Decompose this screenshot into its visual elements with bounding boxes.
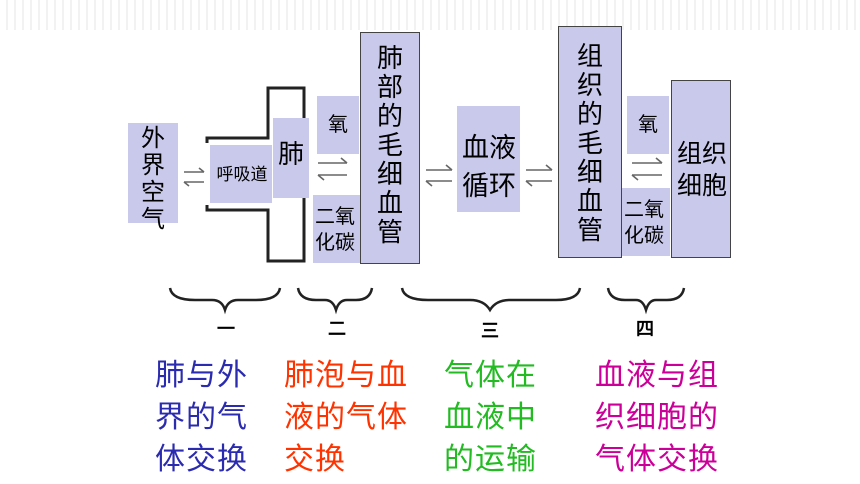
oxygen-label-2: 氧 xyxy=(638,112,658,136)
caption-stage-2: 肺泡与血 液的气体 交换 xyxy=(284,358,408,477)
lung-capillary-label: 肺部的毛细血管 xyxy=(377,44,404,248)
brace-stage-3 xyxy=(400,287,582,313)
airway-box xyxy=(210,145,272,203)
blood-circulation-label: 血液循环 xyxy=(462,133,516,202)
caption-stage-1: 肺与外 界的气 体交换 xyxy=(155,358,248,477)
co2-box-2 xyxy=(622,188,670,256)
exchange-arrow-blood-left xyxy=(425,164,453,187)
tissue-capillary-label: 组织的毛细血管 xyxy=(577,42,604,246)
stage-number-3: 三 xyxy=(481,321,499,342)
outside-air-box: 外界空气 xyxy=(128,123,178,233)
decorative-header-stripe xyxy=(0,0,860,30)
oxygen-box-1 xyxy=(317,96,359,154)
oxygen-box-2 xyxy=(627,96,669,154)
oxygen-label-1: 氧 xyxy=(328,112,348,136)
stage-number-4: 四 xyxy=(636,319,654,340)
caption-stage-3: 气体在 血液中 的运输 xyxy=(444,358,537,477)
co2-label-2: 二氧化碳 xyxy=(624,197,664,247)
outside-air-label: 外界空气 xyxy=(141,124,165,233)
caption-stage-4: 血液与组 织细胞的 气体交换 xyxy=(595,358,719,477)
brace-stage-2 xyxy=(296,287,374,315)
exchange-arrow-lung xyxy=(317,157,348,181)
co2-box-1 xyxy=(313,195,361,263)
airway-label: 呼吸道 xyxy=(216,165,268,185)
brace-stage-1 xyxy=(168,287,282,315)
tissue-capillary-box: 组织的毛细血管 xyxy=(558,26,622,258)
lung-label: 肺 xyxy=(277,140,304,170)
lung-box xyxy=(273,118,309,198)
stage-number-2: 二 xyxy=(328,319,346,340)
lung-capillary-box: 肺部的毛细血管 xyxy=(360,32,420,264)
co2-label-1: 二氧化碳 xyxy=(315,204,355,254)
tissue-cells-box xyxy=(671,80,731,258)
exchange-arrow-air xyxy=(183,167,205,187)
stage-number-1: 一 xyxy=(217,319,235,340)
exchange-arrow-tissue xyxy=(631,157,663,181)
tissue-cells-label: 组织细胞 xyxy=(676,139,727,200)
exchange-arrow-blood-right xyxy=(525,164,553,187)
brace-stage-4 xyxy=(606,287,686,315)
blood-circulation-box xyxy=(457,106,520,212)
